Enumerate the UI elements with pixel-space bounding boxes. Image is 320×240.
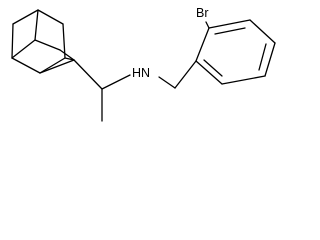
linker-chain (73, 59, 197, 122)
amine-label-bg (131, 63, 158, 80)
bond (249, 19, 276, 44)
bond (39, 59, 75, 74)
bromobenzene-ring (195, 19, 276, 85)
bond (64, 57, 75, 61)
bond (59, 49, 75, 61)
bond (208, 19, 251, 29)
bond (34, 39, 61, 51)
bond (62, 23, 66, 59)
bond (205, 21, 210, 29)
bond (39, 57, 66, 74)
bromine-label-bg (195, 4, 215, 20)
amine-label: HN (132, 66, 150, 80)
bond (11, 57, 41, 74)
bond (37, 9, 64, 25)
bond (34, 9, 39, 41)
bond (195, 27, 210, 62)
bond (11, 39, 36, 59)
bond (101, 74, 131, 90)
double-bond-inner (203, 59, 223, 77)
bromine-label: Br (196, 6, 209, 20)
bond (174, 60, 197, 89)
bond (195, 60, 223, 85)
double-bond-inner (214, 27, 246, 35)
molecule-structure: HN Br (11, 4, 276, 122)
bond (221, 75, 266, 85)
bond (12, 9, 39, 25)
bond (73, 59, 103, 90)
double-bond-inner (258, 43, 267, 71)
bond (11, 23, 14, 59)
adamantane-cage (11, 9, 75, 74)
bond (264, 42, 276, 77)
bond (158, 76, 176, 89)
